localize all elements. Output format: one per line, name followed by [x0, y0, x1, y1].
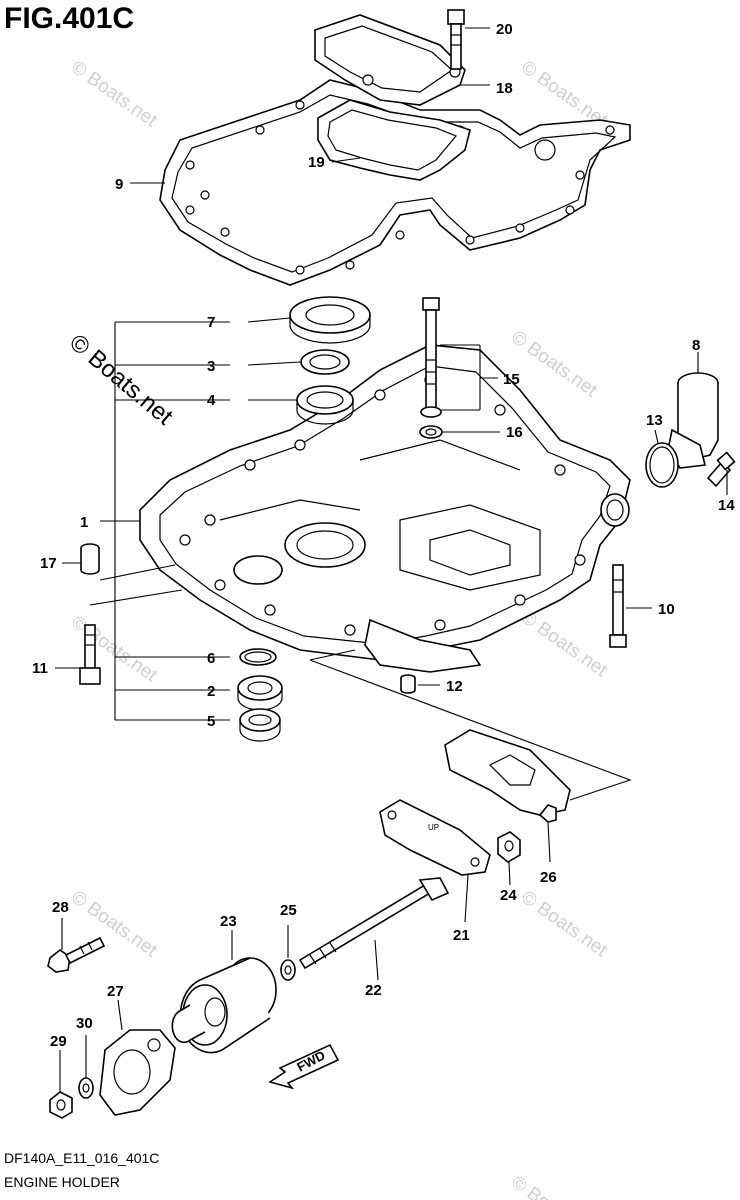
figure-code: DF140A_E11_016_401C — [4, 1150, 160, 1166]
callout-12: 12 — [446, 678, 463, 695]
watermark: © Boats.net — [517, 887, 611, 962]
gasket-up-marking: UP — [428, 823, 439, 832]
callout-labels: 20 18 9 19 7 3 4 8 15 13 16 14 1 17 10 6… — [32, 21, 735, 1050]
callout-24: 24 — [500, 887, 517, 904]
bearing-part-2 — [237, 675, 283, 711]
nut-part-29 — [49, 1091, 73, 1119]
bolt-part-15 — [420, 297, 442, 418]
washer-part-25 — [280, 959, 296, 981]
pin-part-12 — [400, 674, 416, 694]
callout-14: 14 — [718, 497, 735, 514]
callout-19: 19 — [308, 154, 325, 171]
callout-11: 11 — [32, 660, 48, 677]
rubber-mount-part-23 — [171, 957, 277, 1054]
bolt-part-14 — [706, 451, 736, 488]
o-ring-part-13 — [645, 442, 679, 488]
engine-holder-part-1 — [139, 344, 631, 673]
gasket-part-19 — [317, 99, 471, 181]
watermark: © Boats.net — [507, 1172, 601, 1200]
figure-caption: ENGINE HOLDER — [4, 1174, 120, 1190]
callout-29: 29 — [50, 1033, 67, 1050]
bearing-part-7 — [289, 296, 371, 344]
nut-part-24 — [497, 831, 521, 863]
callout-8: 8 — [692, 337, 700, 354]
callout-1: 1 — [80, 514, 88, 531]
through-bolt-part-22 — [298, 877, 450, 970]
figure-title: FIG.401C — [4, 2, 135, 35]
callout-4: 4 — [207, 392, 216, 409]
callout-13: 13 — [646, 412, 663, 429]
bolt-part-11 — [79, 624, 101, 685]
bolt-part-20 — [447, 9, 465, 70]
callout-15: 15 — [503, 371, 520, 388]
callout-21: 21 — [453, 927, 470, 944]
callout-26: 26 — [540, 869, 557, 886]
gasket-part-21: UP — [379, 799, 491, 876]
oil-seal-part-3 — [300, 349, 350, 375]
callout-23: 23 — [220, 913, 237, 930]
forward-direction-arrow: FWD — [268, 1043, 340, 1090]
callout-25: 25 — [280, 902, 297, 919]
callout-5: 5 — [207, 713, 215, 730]
watermark: © Boats.net — [517, 607, 611, 682]
stopper-bracket-part-27 — [99, 1029, 176, 1116]
callout-22: 22 — [365, 982, 382, 999]
callout-7: 7 — [207, 314, 215, 331]
callout-20: 20 — [496, 21, 513, 38]
watermark: © Boats.net — [67, 57, 161, 132]
dowel-pin-part-17 — [80, 543, 100, 575]
callout-17: 17 — [40, 555, 57, 572]
mount-bracket-part-26 — [444, 729, 571, 823]
callout-16: 16 — [506, 424, 523, 441]
circlip-part-6 — [239, 648, 277, 666]
callout-28: 28 — [52, 899, 69, 916]
callout-10: 10 — [658, 601, 675, 618]
callout-2: 2 — [207, 683, 215, 700]
callout-27: 27 — [107, 983, 124, 1000]
callout-3: 3 — [207, 358, 215, 375]
callout-6: 6 — [207, 650, 215, 667]
bolt-part-10 — [609, 564, 627, 648]
washer-part-30 — [78, 1077, 94, 1099]
callout-9: 9 — [115, 176, 123, 193]
gasket-part-9 — [159, 79, 631, 286]
bolt-part-28 — [47, 936, 106, 973]
callout-18: 18 — [496, 80, 513, 97]
callout-30: 30 — [76, 1015, 93, 1032]
watermark-main: © Boats.net — [64, 329, 178, 431]
oil-seal-part-5 — [239, 708, 281, 742]
leader-lines — [55, 27, 728, 1092]
washer-part-16 — [419, 425, 443, 439]
